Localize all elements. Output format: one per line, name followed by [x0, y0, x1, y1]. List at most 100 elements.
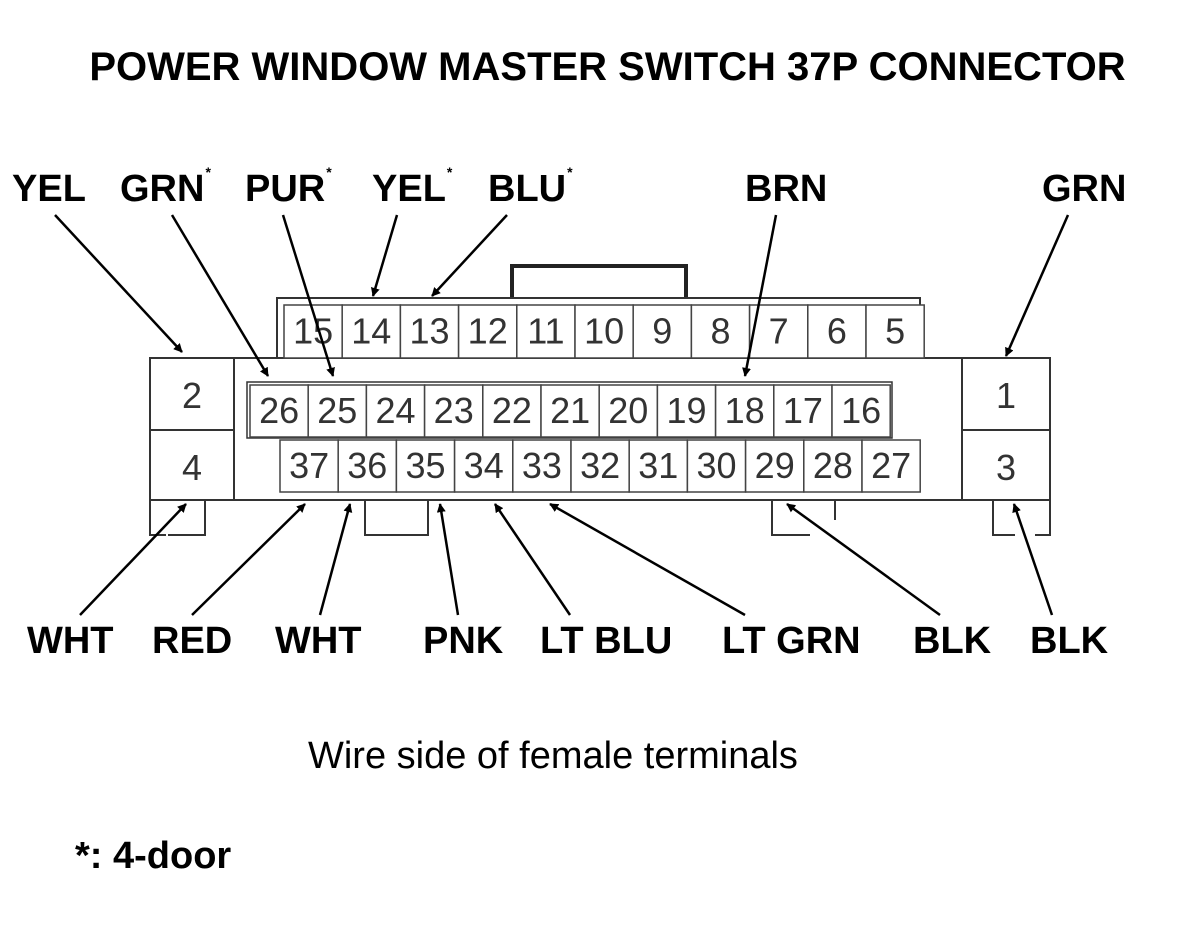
pin-number-26: 26: [259, 390, 299, 431]
arrow-pnk: [436, 503, 460, 616]
pin-number-30: 30: [696, 445, 736, 486]
pin-number-18: 18: [725, 390, 765, 431]
arrow-blk-a: [786, 502, 941, 617]
pin-number-2: 2: [182, 375, 202, 416]
pin-number-10: 10: [584, 311, 624, 352]
arrow-lt-grn: [549, 502, 746, 617]
wire-label-yel: YEL: [12, 168, 86, 210]
pin-number-24: 24: [375, 390, 415, 431]
wire-label-pnk: PNK: [423, 620, 504, 662]
pin-cell-8: [690, 304, 751, 359]
pin-number-36: 36: [347, 445, 387, 486]
pin-cell-6: [807, 304, 867, 359]
pin-cell-37: [279, 439, 339, 493]
pin-cell-21: [540, 384, 600, 438]
pin-number-25: 25: [317, 390, 357, 431]
pin-cell-27: [861, 439, 921, 493]
pin-number-22: 22: [492, 390, 532, 431]
pin-number-32: 32: [580, 445, 620, 486]
footnote: *: 4-door: [75, 835, 232, 877]
pin-cell-5: [865, 304, 925, 359]
arrow-wht-b: [318, 503, 353, 616]
pin-number-9: 9: [652, 311, 672, 352]
pin-number-3: 3: [996, 447, 1016, 488]
wire-label-pur-4door: PUR*: [245, 164, 332, 210]
pin-number-4: 4: [182, 447, 202, 488]
pin-number-6: 6: [827, 311, 847, 352]
arrow-yel-4door: [370, 214, 399, 297]
pin-cell-31: [628, 439, 689, 493]
pin-number-37: 37: [289, 445, 329, 486]
pin-cell-26: [249, 384, 309, 438]
arrow-yel: [54, 214, 183, 353]
pin-number-35: 35: [405, 445, 445, 486]
wire-label-wht-a: WHT: [27, 620, 114, 662]
arrow-lt-blu: [493, 503, 572, 616]
wire-label-red: RED: [152, 620, 233, 662]
pin-number-1: 1: [996, 375, 1016, 416]
pin-number-31: 31: [638, 445, 678, 486]
pin-cell-14: [341, 304, 402, 359]
pin-cell-12: [457, 304, 518, 359]
pin-cell-9: [632, 304, 693, 359]
pin-number-5: 5: [885, 311, 905, 352]
pin-cell-32: [570, 439, 630, 493]
arrow-brn: [742, 214, 778, 377]
diagram-caption: Wire side of female terminals: [308, 735, 798, 777]
diagram-title: POWER WINDOW MASTER SWITCH 37P CONNECTOR: [89, 45, 1126, 89]
wire-label-blu-4door: BLU*: [488, 164, 573, 210]
pin-cell-35: [395, 439, 456, 493]
pin-number-28: 28: [813, 445, 853, 486]
pin-number-12: 12: [468, 311, 508, 352]
wire-label-wht-b: WHT: [275, 620, 362, 662]
pin-cell-7: [748, 304, 809, 359]
wire-label-yel-4door: YEL*: [372, 164, 453, 210]
wire-label-grn-4door: GRN*: [120, 164, 211, 210]
pin-number-11: 11: [527, 311, 564, 352]
arrow-grn-4door: [170, 214, 270, 377]
wire-label-grn: GRN: [1042, 168, 1127, 210]
wire-label-brn: BRN: [745, 168, 828, 210]
pin-cell-13: [399, 304, 460, 359]
pin-number-23: 23: [434, 390, 474, 431]
pin-cell-23: [423, 384, 484, 438]
connector-lock-tab: [510, 264, 688, 300]
pin-cell-20: [598, 384, 659, 438]
arrow-blu-4door: [431, 214, 508, 297]
pin-number-13: 13: [409, 311, 449, 352]
pin-cell-28: [803, 439, 863, 493]
pin-number-14: 14: [351, 311, 391, 352]
pin-number-7: 7: [769, 311, 789, 352]
pin-cell-22: [482, 384, 542, 438]
pin-cell-34: [453, 439, 514, 493]
arrow-red: [191, 503, 306, 616]
pin-number-17: 17: [783, 390, 823, 431]
wire-label-lt-grn: LT GRN: [722, 620, 861, 662]
arrow-blk-b: [1012, 503, 1054, 616]
pin-cell-11: [516, 304, 576, 359]
pin-cell-18: [714, 384, 775, 438]
arrow-grn: [1004, 214, 1070, 357]
pin-cell-24: [365, 384, 426, 438]
pin-cell-30: [686, 439, 747, 493]
pin-cell-36: [337, 439, 398, 493]
pin-number-15: 15: [293, 311, 333, 352]
arrow-wht-a: [79, 503, 187, 616]
arrow-pur-4door: [281, 214, 335, 377]
wire-label-blk-a: BLK: [913, 620, 992, 662]
pin-cell-25: [307, 384, 368, 438]
pin-cell-33: [512, 439, 572, 493]
pin-number-8: 8: [710, 311, 730, 352]
pin-number-34: 34: [464, 445, 504, 486]
pin-number-29: 29: [755, 445, 795, 486]
pin-number-27: 27: [871, 445, 911, 486]
pin-number-33: 33: [522, 445, 562, 486]
pin-number-21: 21: [550, 390, 590, 431]
pins-bottom-row: 37 36 35 34 33 32 31 30 29 28 27: [279, 439, 921, 493]
pin-cell-16: [831, 384, 891, 438]
wire-label-blk-b: BLK: [1030, 620, 1109, 662]
pin-number-20: 20: [608, 390, 648, 431]
